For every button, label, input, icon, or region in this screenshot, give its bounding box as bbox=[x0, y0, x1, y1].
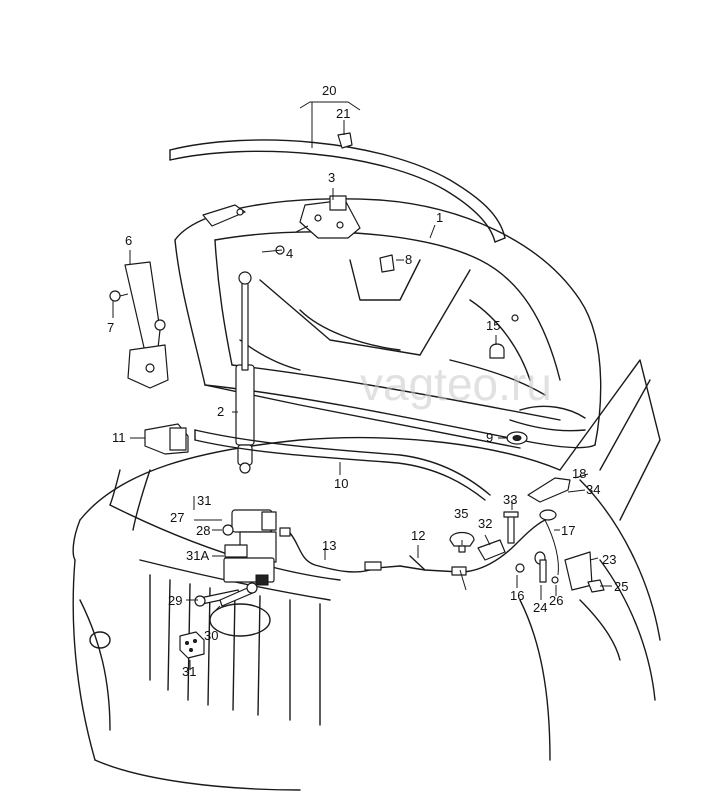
hinge-6 bbox=[109, 261, 169, 389]
release-cable-13 bbox=[289, 519, 546, 576]
label-27: 27 bbox=[170, 510, 184, 525]
label-12: 12 bbox=[411, 528, 425, 543]
label-11: 11 bbox=[112, 430, 126, 445]
leader-lines bbox=[112, 101, 612, 670]
label-29: 29 bbox=[168, 593, 182, 608]
label-3: 3 bbox=[328, 170, 335, 185]
label-26: 26 bbox=[549, 593, 563, 608]
seal-10 bbox=[194, 429, 491, 501]
label-31A: 31A bbox=[186, 548, 209, 563]
label-15: 15 bbox=[486, 318, 500, 333]
label-32: 32 bbox=[478, 516, 492, 531]
label-34: 34 bbox=[586, 482, 600, 497]
nut-31 bbox=[179, 631, 205, 659]
label-13: 13 bbox=[322, 538, 336, 553]
label-7: 7 bbox=[107, 320, 114, 335]
label-24: 24 bbox=[533, 600, 547, 615]
label-31-top: 31 bbox=[197, 493, 211, 508]
part-23-25 bbox=[564, 551, 605, 593]
gas-strut-2 bbox=[235, 271, 255, 474]
label-28: 28 bbox=[196, 523, 210, 538]
label-25: 25 bbox=[614, 579, 628, 594]
part-11 bbox=[144, 423, 189, 455]
part-labels: 20 21 1 3 4 8 6 7 15 2 9 11 10 34 18 31 … bbox=[107, 83, 628, 679]
label-6: 6 bbox=[125, 233, 132, 248]
label-18: 18 bbox=[572, 466, 586, 481]
bolts-29-30 bbox=[194, 582, 258, 607]
label-31-bottom: 31 bbox=[182, 664, 196, 679]
label-17: 17 bbox=[561, 523, 575, 538]
seal-strip-20 bbox=[169, 139, 506, 243]
label-16: 16 bbox=[510, 588, 524, 603]
label-10: 10 bbox=[334, 476, 348, 491]
watermark: vagteo.ru bbox=[360, 358, 552, 410]
car-body bbox=[72, 359, 661, 791]
label-35: 35 bbox=[454, 506, 468, 521]
label-4: 4 bbox=[286, 246, 293, 261]
label-20: 20 bbox=[322, 83, 336, 98]
label-33: 33 bbox=[503, 492, 517, 507]
lock-assembly-27 bbox=[222, 509, 291, 586]
label-1: 1 bbox=[436, 210, 443, 225]
bonnet-lock-3 bbox=[295, 195, 361, 239]
label-2: 2 bbox=[217, 404, 224, 419]
part-34 bbox=[527, 477, 571, 503]
label-23: 23 bbox=[602, 552, 616, 567]
label-21: 21 bbox=[336, 106, 350, 121]
label-30: 30 bbox=[204, 628, 218, 643]
label-8: 8 bbox=[405, 252, 412, 267]
label-9: 9 bbox=[486, 430, 493, 445]
right-side-parts bbox=[449, 509, 559, 584]
